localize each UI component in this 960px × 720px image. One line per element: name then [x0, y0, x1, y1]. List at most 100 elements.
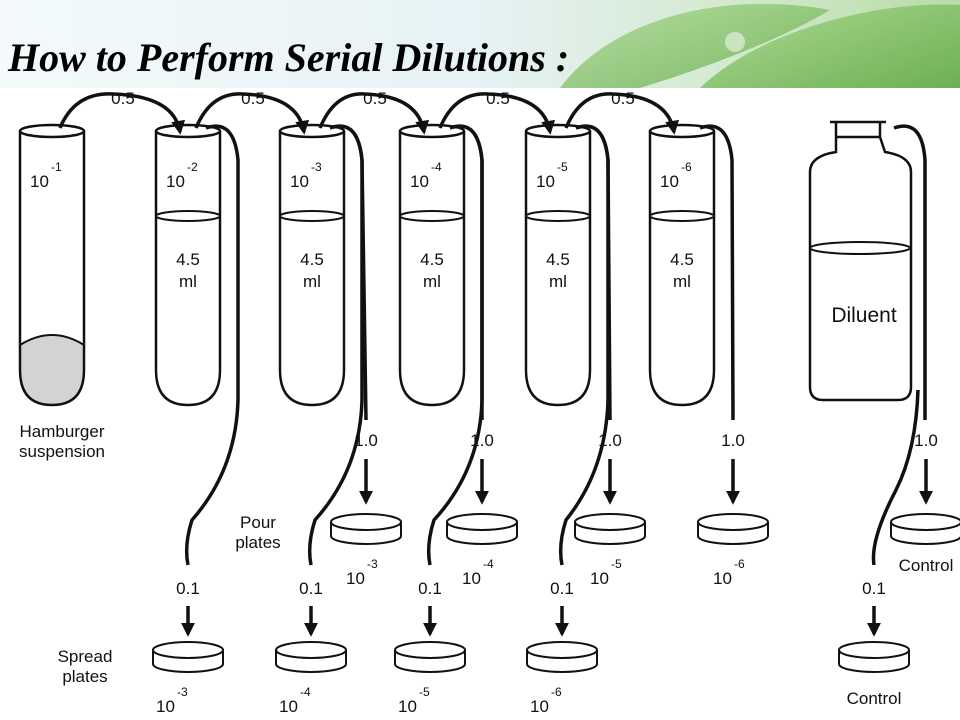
tube-volume-unit: ml — [179, 272, 197, 291]
tube-2 — [154, 131, 222, 407]
pour-dilution-base: 10 — [713, 569, 732, 588]
tube-volume: 4.5 — [176, 250, 200, 269]
spread-dilution-base: 10 — [530, 697, 549, 716]
pour-dilution-base: 10 — [462, 569, 481, 588]
spread-volume: 0.1 — [299, 579, 323, 598]
control-spread-line — [871, 389, 920, 566]
tube-dilution-base: 10 — [30, 172, 49, 191]
transfer-volume: 0.5 — [241, 89, 265, 108]
tube-6 — [648, 131, 716, 407]
spread-volume: 0.1 — [550, 579, 574, 598]
tube-dilution-exponent: -1 — [51, 160, 62, 174]
pour-pipette-line — [575, 124, 612, 421]
spread-volume: 0.1 — [176, 579, 200, 598]
spread-plates-label-line2: plates — [62, 667, 107, 686]
pour-dilution-exponent: -3 — [367, 557, 378, 571]
spread-dilution-exponent: -6 — [551, 685, 562, 699]
transfer-arrow — [194, 92, 310, 135]
pour-dilution-exponent: -6 — [734, 557, 745, 571]
liquid-level — [649, 210, 715, 222]
transfer-arrow — [564, 92, 680, 135]
transfer-volume: 0.5 — [611, 89, 635, 108]
tube-1 — [18, 131, 86, 407]
control-pour-volume: 1.0 — [914, 431, 938, 450]
pour-pipette-line — [699, 124, 735, 421]
pour-volume: 1.0 — [721, 431, 745, 450]
spread-plate-top — [275, 641, 347, 659]
hamburger-label-line1: Hamburger — [19, 422, 104, 441]
tube-dilution-base: 10 — [166, 172, 185, 191]
tube-5 — [524, 131, 592, 407]
diluent-bottle — [808, 122, 913, 402]
tube-dilution-exponent: -4 — [431, 160, 442, 174]
tube-dilution-exponent: -5 — [557, 160, 568, 174]
spread-dilution-exponent: -5 — [419, 685, 430, 699]
liquid-level — [525, 210, 591, 222]
liquid-level — [155, 210, 221, 222]
tube-dilution-exponent: -3 — [311, 160, 322, 174]
pour-plate-top — [697, 513, 769, 531]
tube-dilution-exponent: -2 — [187, 160, 198, 174]
hamburger-sediment — [20, 335, 84, 405]
pour-dilution-exponent: -4 — [483, 557, 494, 571]
page-title: How to Perform Serial Dilutions : — [8, 35, 570, 80]
tube-dilution-base: 10 — [660, 172, 679, 191]
pour-volume: 1.0 — [598, 431, 622, 450]
pour-pipette-line — [449, 124, 484, 420]
pour-volume: 1.0 — [354, 431, 378, 450]
control-spread-volume: 0.1 — [862, 579, 886, 598]
sediment-surface — [19, 334, 85, 346]
pour-volume: 1.0 — [470, 431, 494, 450]
tube-volume: 4.5 — [670, 250, 694, 269]
spread-plates-label-line1: Spread — [58, 647, 113, 666]
pour-plates-label-line1: Pour — [240, 513, 276, 532]
spread-pipette-line — [307, 124, 364, 566]
tube-3 — [278, 131, 346, 407]
spread-dilution-exponent: -3 — [177, 685, 188, 699]
tube-volume: 4.5 — [420, 250, 444, 269]
spread-dilution-exponent: -4 — [300, 685, 311, 699]
tube-volume-unit: ml — [673, 272, 691, 291]
control-spread-plate-top — [838, 641, 910, 659]
control-pour-line — [893, 124, 927, 420]
transfer-volume: 0.5 — [111, 89, 135, 108]
tube-4 — [398, 131, 466, 407]
control-pour-label: Control — [899, 556, 954, 575]
transfer-arrow — [438, 92, 556, 135]
spread-dilution-base: 10 — [398, 697, 417, 716]
pour-dilution-base: 10 — [346, 569, 365, 588]
transfer-volume: 0.5 — [486, 89, 510, 108]
hamburger-label-line2: suspension — [19, 442, 105, 461]
liquid-level — [279, 210, 345, 222]
tube-volume-unit: ml — [549, 272, 567, 291]
diluent-level — [809, 241, 911, 255]
pour-plate-top — [330, 513, 402, 531]
spread-plate-top — [526, 641, 598, 659]
diluent-label: Diluent — [831, 304, 897, 327]
tube-rim — [18, 123, 86, 139]
pour-plate-top — [574, 513, 646, 531]
liquid-level — [399, 210, 465, 222]
pour-dilution-base: 10 — [590, 569, 609, 588]
pour-dilution-exponent: -5 — [611, 557, 622, 571]
spread-dilution-base: 10 — [279, 697, 298, 716]
transfer-arrow — [318, 92, 430, 135]
tube-dilution-base: 10 — [290, 172, 309, 191]
banner-background — [0, 0, 960, 88]
tube-volume: 4.5 — [300, 250, 324, 269]
pour-plate-top — [446, 513, 518, 531]
tube-volume-unit: ml — [423, 272, 441, 291]
spread-pipette-line — [558, 124, 610, 566]
tube-dilution-exponent: -6 — [681, 160, 692, 174]
transfer-arrow — [58, 92, 186, 135]
spread-plate-top — [152, 641, 224, 659]
spread-volume: 0.1 — [418, 579, 442, 598]
control-pour-plate-top — [890, 513, 960, 531]
tube-dilution-base: 10 — [536, 172, 555, 191]
tube-volume-unit: ml — [303, 272, 321, 291]
spread-plate-top — [394, 641, 466, 659]
pour-plates-label-line2: plates — [235, 533, 280, 552]
spread-dilution-base: 10 — [156, 697, 175, 716]
tube-volume: 4.5 — [546, 250, 570, 269]
